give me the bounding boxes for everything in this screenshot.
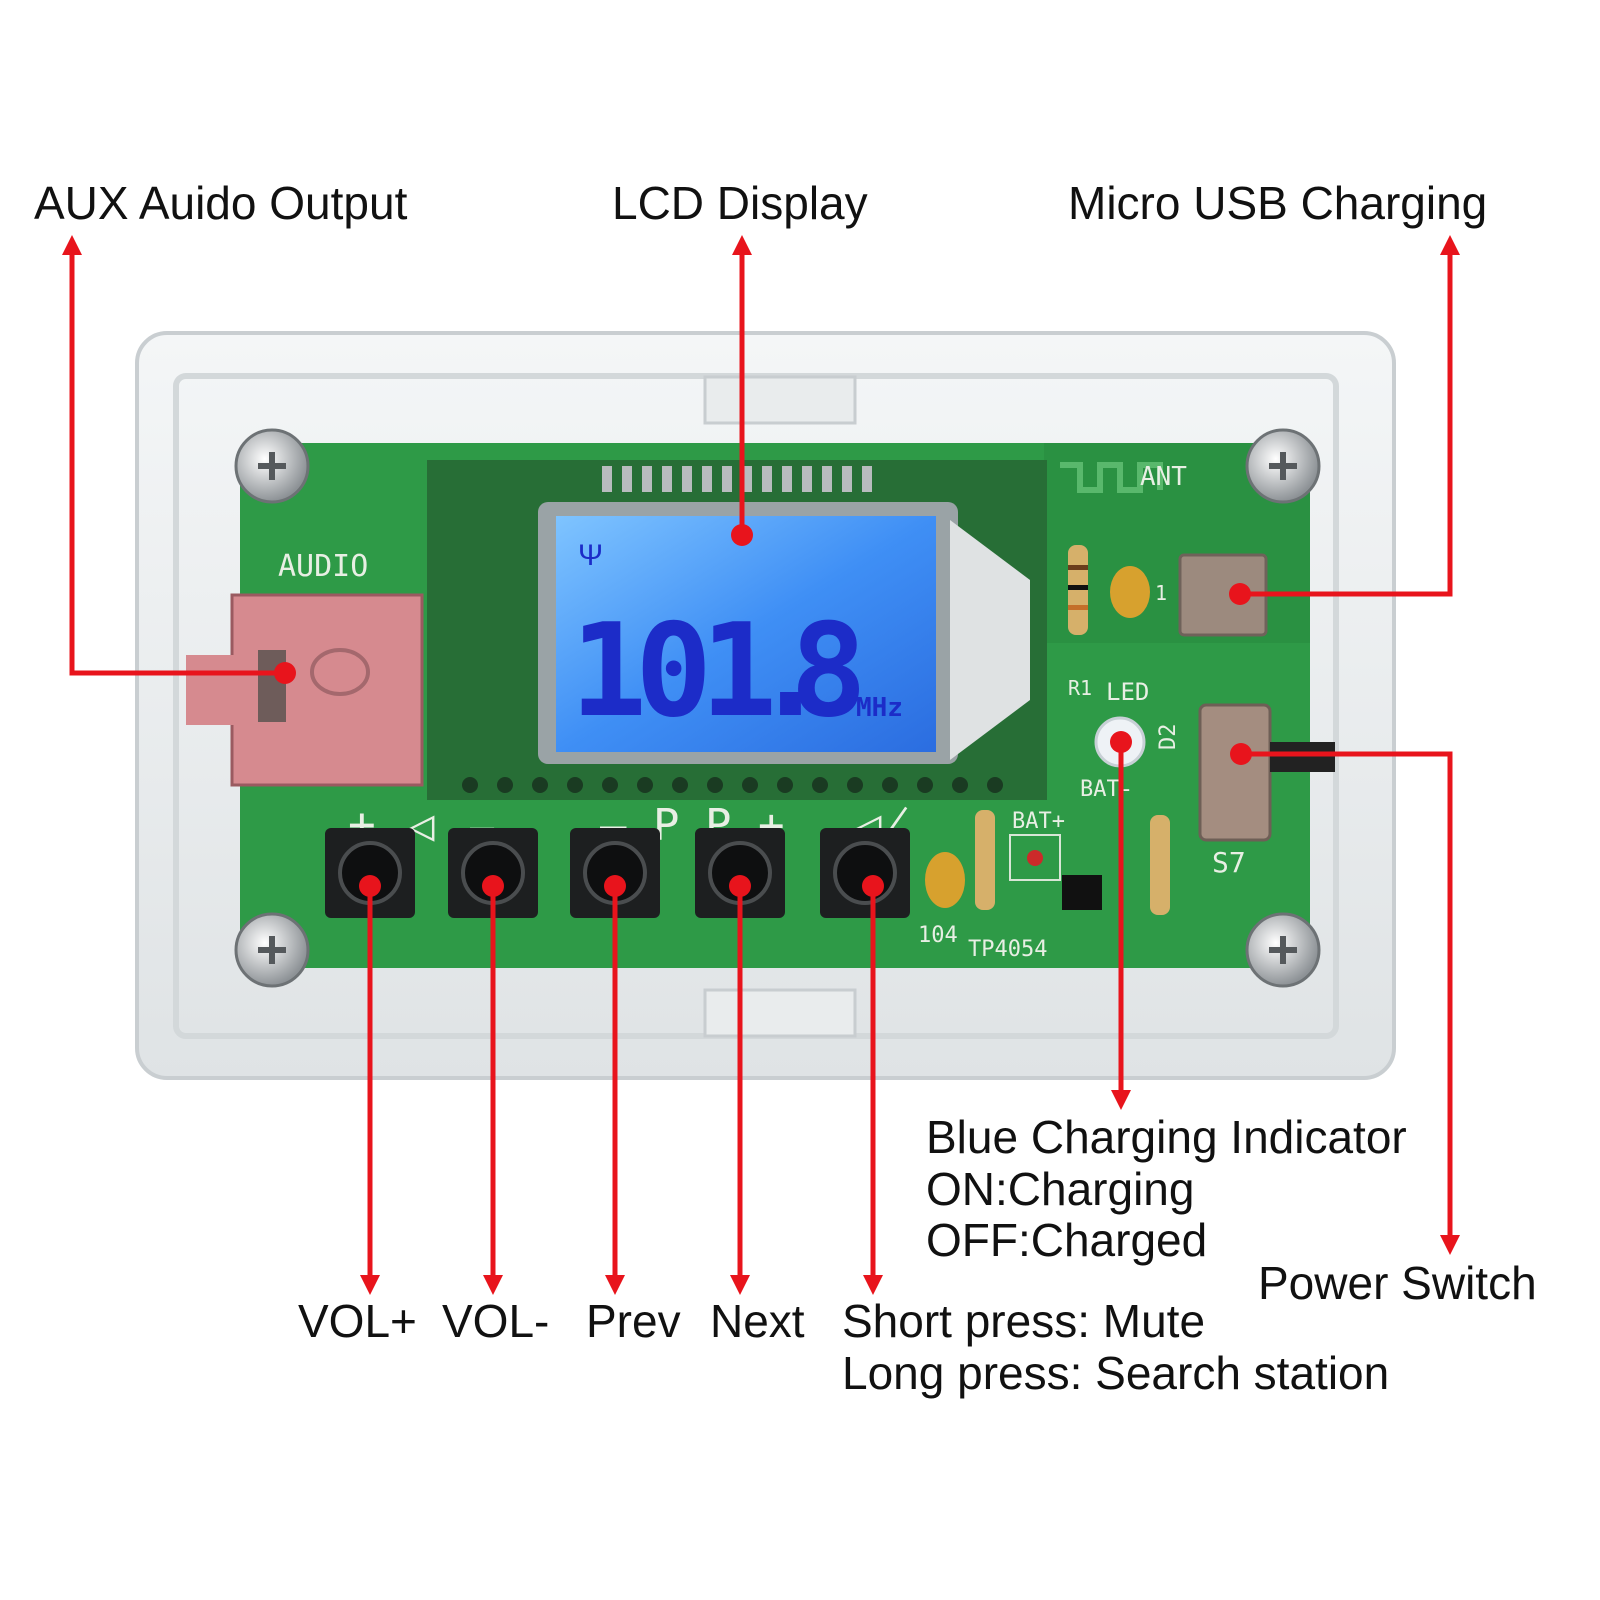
label-mute-search: Short press: Mute Long press: Search sta… <box>842 1295 1390 1399</box>
callout-dots <box>274 524 1252 897</box>
button-next[interactable] <box>695 828 785 918</box>
lcd-pins <box>602 466 872 492</box>
charging-indicator-title: Blue Charging Indicator <box>926 1111 1407 1163</box>
label-aux-output: AUX Auido Output <box>34 177 408 229</box>
mute-short-press: Short press: Mute <box>842 1295 1206 1347</box>
label-vol-minus: VOL- <box>442 1295 550 1347</box>
silk-ant: ANT <box>1140 462 1187 492</box>
label-prev: Prev <box>586 1295 681 1347</box>
screw-bottom-right <box>1245 912 1321 988</box>
mute-long-press: Long press: Search station <box>842 1346 1390 1399</box>
lcd-bottom-pins <box>462 777 1003 793</box>
button-mute-search[interactable] <box>820 828 910 918</box>
silk-bat-minus: BAT- <box>1080 777 1133 802</box>
silk-104: 104 <box>918 923 958 948</box>
charging-indicator-on: ON:Charging <box>926 1162 1195 1215</box>
lcd-frequency-int: 101 <box>570 597 771 746</box>
arrow-usb <box>1240 235 1460 597</box>
silk-audio: AUDIO <box>278 549 368 584</box>
silk-s7: S7 <box>1212 846 1246 879</box>
silk-usb-pin: 1 <box>1155 581 1167 605</box>
slide-switch[interactable] <box>1198 703 1272 842</box>
lcd-module: Ψ 101 . 8 MHz <box>427 460 1047 800</box>
silk-r1: R1 <box>1068 676 1092 700</box>
audio-jack: AUDIO <box>186 549 424 787</box>
antenna-signal-icon: Ψ <box>578 539 603 572</box>
arrow-aux <box>62 235 285 676</box>
lcd-frequency-dec: 8 <box>790 597 867 746</box>
label-charging-indicator: Blue Charging Indicator ON:Charging OFF:… <box>926 1111 1407 1267</box>
screw-top-left <box>234 428 310 504</box>
label-lcd-display: LCD Display <box>612 177 868 229</box>
silk-d2: D2 <box>1156 724 1181 751</box>
label-power-switch: Power Switch <box>1258 1257 1537 1309</box>
lcd-unit: MHz <box>856 693 903 723</box>
label-micro-usb: Micro USB Charging <box>1068 177 1488 229</box>
silk-led: LED <box>1106 678 1149 706</box>
charger-chip <box>1062 875 1102 910</box>
lcd-decimal-point: . <box>752 597 829 746</box>
screw-top-right <box>1245 428 1321 504</box>
button-vol-minus[interactable] <box>448 828 538 918</box>
label-next: Next <box>710 1295 805 1347</box>
arrow-power <box>1241 751 1460 1255</box>
silk-chip: TP4054 <box>968 937 1047 962</box>
silk-bat-plus: BAT+ <box>1012 809 1065 834</box>
callout-lines <box>62 235 1460 1295</box>
charging-indicator-off: OFF:Charged <box>926 1214 1208 1267</box>
label-vol-plus: VOL+ <box>298 1295 417 1347</box>
screw-bottom-left <box>234 912 310 988</box>
